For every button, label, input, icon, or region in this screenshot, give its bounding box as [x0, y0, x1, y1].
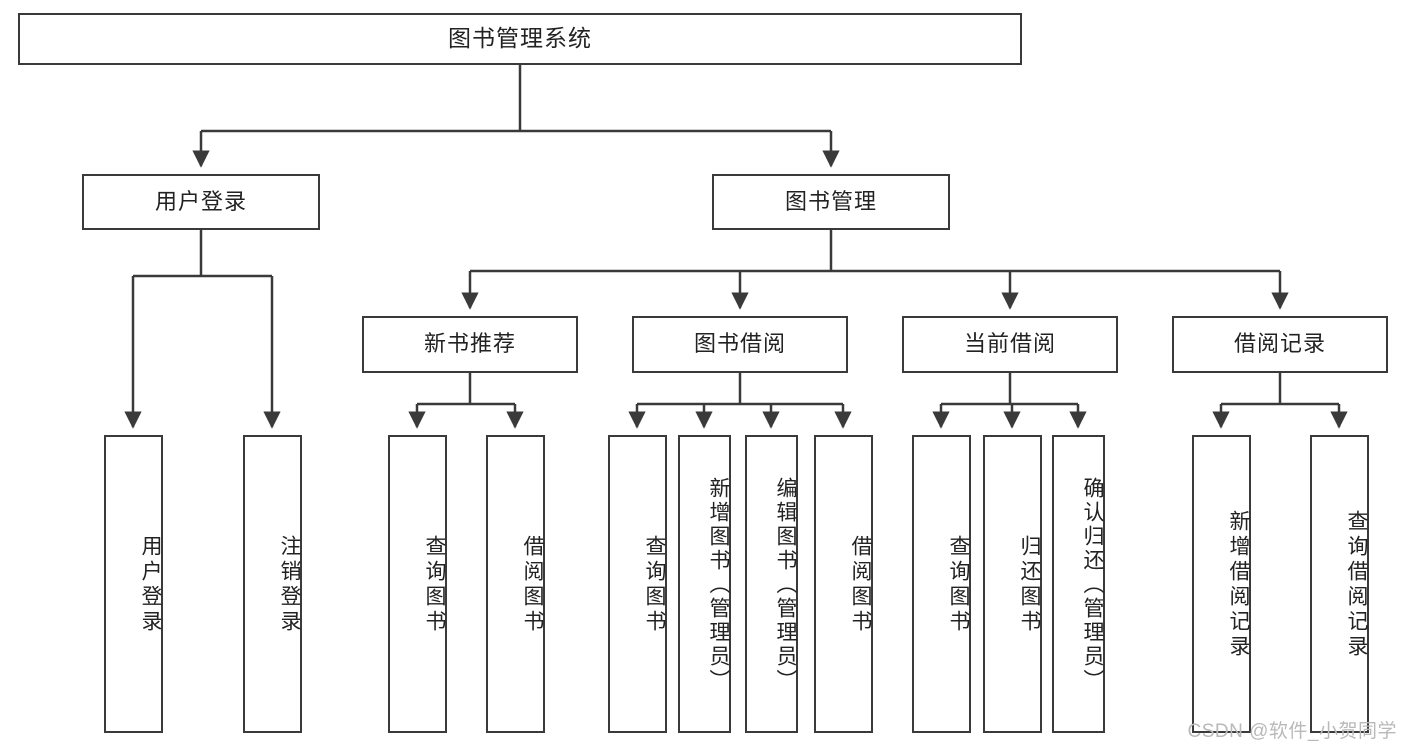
node-book-borrow-label: 图书借阅 [693, 331, 786, 357]
node-leaf-confirm-return-label: 确认归还（管理员） [1081, 477, 1104, 693]
node-book-borrow[interactable]: 图书借阅 [632, 316, 848, 373]
node-leaf-borrow-book-1-label: 借阅图书 [521, 535, 544, 635]
node-user-login[interactable]: 用户登录 [82, 174, 320, 230]
node-root[interactable]: 图书管理系统 [18, 13, 1022, 65]
node-book-manage[interactable]: 图书管理 [712, 174, 950, 230]
node-leaf-query-record[interactable]: 查询借阅记录 [1310, 435, 1369, 733]
node-leaf-query-record-label: 查询借阅记录 [1345, 510, 1368, 660]
node-leaf-edit-book[interactable]: 编辑图书（管理员） [745, 435, 798, 733]
node-leaf-return-book-label: 归还图书 [1018, 535, 1041, 635]
node-leaf-logout[interactable]: 注销登录 [243, 435, 302, 733]
node-leaf-user-login-label: 用户登录 [139, 535, 162, 635]
node-leaf-edit-book-label: 编辑图书（管理员） [774, 477, 797, 693]
node-leaf-add-record-label: 新增借阅记录 [1227, 510, 1250, 660]
node-leaf-query-book-3-label: 查询图书 [947, 535, 970, 635]
node-borrow-record-label: 借阅记录 [1233, 331, 1326, 357]
node-leaf-borrow-book-1[interactable]: 借阅图书 [486, 435, 545, 733]
node-leaf-query-book-3[interactable]: 查询图书 [912, 435, 971, 733]
node-current-borrow-label: 当前借阅 [963, 331, 1056, 357]
node-root-label: 图书管理系统 [448, 25, 592, 52]
node-leaf-add-record[interactable]: 新增借阅记录 [1192, 435, 1251, 733]
node-leaf-query-book-1[interactable]: 查询图书 [388, 435, 447, 733]
node-leaf-add-book-label: 新增图书（管理员） [707, 477, 730, 693]
node-leaf-query-book-2-label: 查询图书 [643, 535, 666, 635]
node-leaf-query-book-2[interactable]: 查询图书 [608, 435, 667, 733]
node-leaf-confirm-return[interactable]: 确认归还（管理员） [1052, 435, 1105, 733]
node-leaf-query-book-1-label: 查询图书 [423, 535, 446, 635]
node-new-book-recommend-label: 新书推荐 [423, 331, 516, 357]
node-current-borrow[interactable]: 当前借阅 [902, 316, 1118, 373]
node-book-manage-label: 图书管理 [784, 188, 877, 214]
node-leaf-user-login[interactable]: 用户登录 [104, 435, 163, 733]
node-leaf-logout-label: 注销登录 [278, 535, 301, 635]
node-user-login-label: 用户登录 [154, 188, 247, 214]
watermark: CSDN @软件_小贺同学 [1187, 721, 1397, 742]
node-new-book-recommend[interactable]: 新书推荐 [362, 316, 578, 373]
node-leaf-return-book[interactable]: 归还图书 [983, 435, 1042, 733]
node-leaf-borrow-book-2[interactable]: 借阅图书 [814, 435, 873, 733]
node-borrow-record[interactable]: 借阅记录 [1172, 316, 1388, 373]
node-leaf-add-book[interactable]: 新增图书（管理员） [678, 435, 731, 733]
node-leaf-borrow-book-2-label: 借阅图书 [849, 535, 872, 635]
